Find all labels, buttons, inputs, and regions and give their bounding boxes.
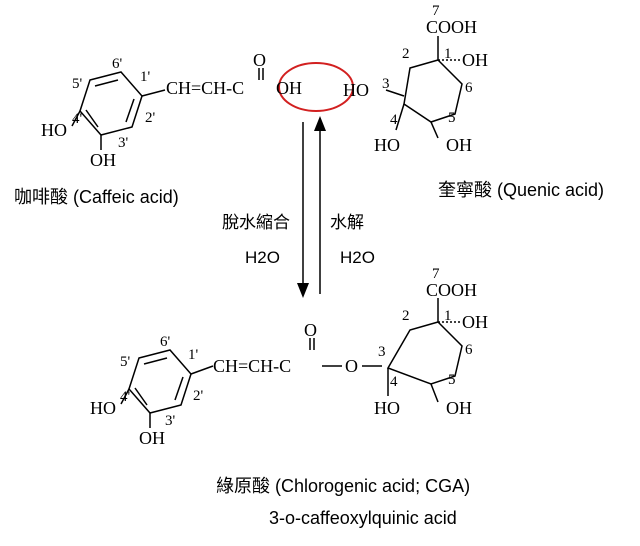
caffeic-side-chain: CH=CH-C xyxy=(166,78,244,98)
caffeic-carbonyl-oxygen: O xyxy=(253,50,266,70)
cga-label-3: 3 xyxy=(378,344,386,360)
cga-label-6: 6 xyxy=(465,342,473,358)
water-reactant-label: H2O xyxy=(340,248,375,267)
quinic-label-3: 3 xyxy=(382,76,390,92)
cga-label-6p: 6' xyxy=(160,334,171,350)
quinic-carboxyl: COOH xyxy=(426,17,477,37)
caffeic-label-3p: 3' xyxy=(118,135,129,151)
forward-arrowhead xyxy=(297,283,309,298)
quinic-hydroxyl-5: OH xyxy=(446,135,472,155)
cga-label-2: 2 xyxy=(402,308,410,324)
caffeic-label-2p: 2' xyxy=(145,110,156,126)
caffeic-label-4p: 4' xyxy=(72,111,83,127)
caffeic-hydroxyl-3: OH xyxy=(90,150,116,170)
cga-label-5p: 5' xyxy=(120,354,131,370)
caffeic-carboxyl-oh: OH xyxy=(276,78,302,98)
cga-carboxyl: COOH xyxy=(426,280,477,300)
cga-carbonyl-oxygen: O xyxy=(304,320,317,340)
cga-hydroxyl-4p: HO xyxy=(90,398,116,418)
condensation-label: 脫水縮合 xyxy=(222,213,290,232)
reverse-arrowhead xyxy=(314,116,326,131)
caffeic-label-1p: 1' xyxy=(140,69,151,85)
caffeic-acid-caption: 咖啡酸 (Caffeic acid) xyxy=(14,187,179,207)
cga-label-7: 7 xyxy=(432,266,440,282)
cga-side-chain: CH=CH-C xyxy=(213,356,291,376)
hydrolysis-label: 水解 xyxy=(330,213,364,232)
cga-hydroxyl-1: OH xyxy=(462,312,488,332)
caffeic-acid-structure: 6' 1' 5' 2' 4' 3' HO OH CH=CH-C O OH xyxy=(41,50,302,170)
caffeic-label-5p: 5' xyxy=(72,76,83,92)
cga-label-1p: 1' xyxy=(188,347,199,363)
chlorogenic-acid-caption: 綠原酸 (Chlorogenic acid; CGA) xyxy=(216,476,471,496)
cga-label-5: 5 xyxy=(448,372,456,388)
quinic-label-6: 6 xyxy=(465,80,473,96)
quinic-acid-structure: 7 COOH 2 1 OH HO 3 6 4 5 HO OH xyxy=(343,3,488,155)
quinic-label-1: 1 xyxy=(444,46,452,62)
cga-label-4p: 4' xyxy=(120,389,131,405)
quinic-label-5: 5 xyxy=(448,110,456,126)
cga-label-1: 1 xyxy=(444,308,452,324)
quinic-hydroxyl-1: OH xyxy=(462,50,488,70)
caffeic-label-6p: 6' xyxy=(112,56,123,72)
cga-hydroxyl-3p: OH xyxy=(139,428,165,448)
reacting-group-highlight xyxy=(278,62,354,112)
cga-label-2p: 2' xyxy=(193,388,204,404)
water-product-label: H2O xyxy=(245,248,280,267)
cga-hydroxyl-5: OH xyxy=(446,398,472,418)
quinic-acid-caption: 奎寧酸 (Quenic acid) xyxy=(438,180,605,200)
quinic-hydroxyl-3: HO xyxy=(343,80,369,100)
cga-ester-oxygen: O xyxy=(345,356,358,376)
bond-lines xyxy=(71,36,463,428)
chlorogenic-acid-structure: 6' 1' 5' 2' 4' 3' HO OH CH=CH-C O O 7 CO… xyxy=(90,266,488,448)
quinic-label-4: 4 xyxy=(390,112,398,128)
quinic-label-7: 7 xyxy=(432,3,440,19)
caffeic-hydroxyl-4: HO xyxy=(41,120,67,140)
cga-hydroxyl-4: HO xyxy=(374,398,400,418)
chlorogenic-acid-subcaption: 3-o-caffeoxylquinic acid xyxy=(269,508,457,528)
cga-label-3p: 3' xyxy=(165,413,176,429)
cga-label-4: 4 xyxy=(390,374,398,390)
quinic-label-2: 2 xyxy=(402,46,410,62)
quinic-hydroxyl-4: HO xyxy=(374,135,400,155)
